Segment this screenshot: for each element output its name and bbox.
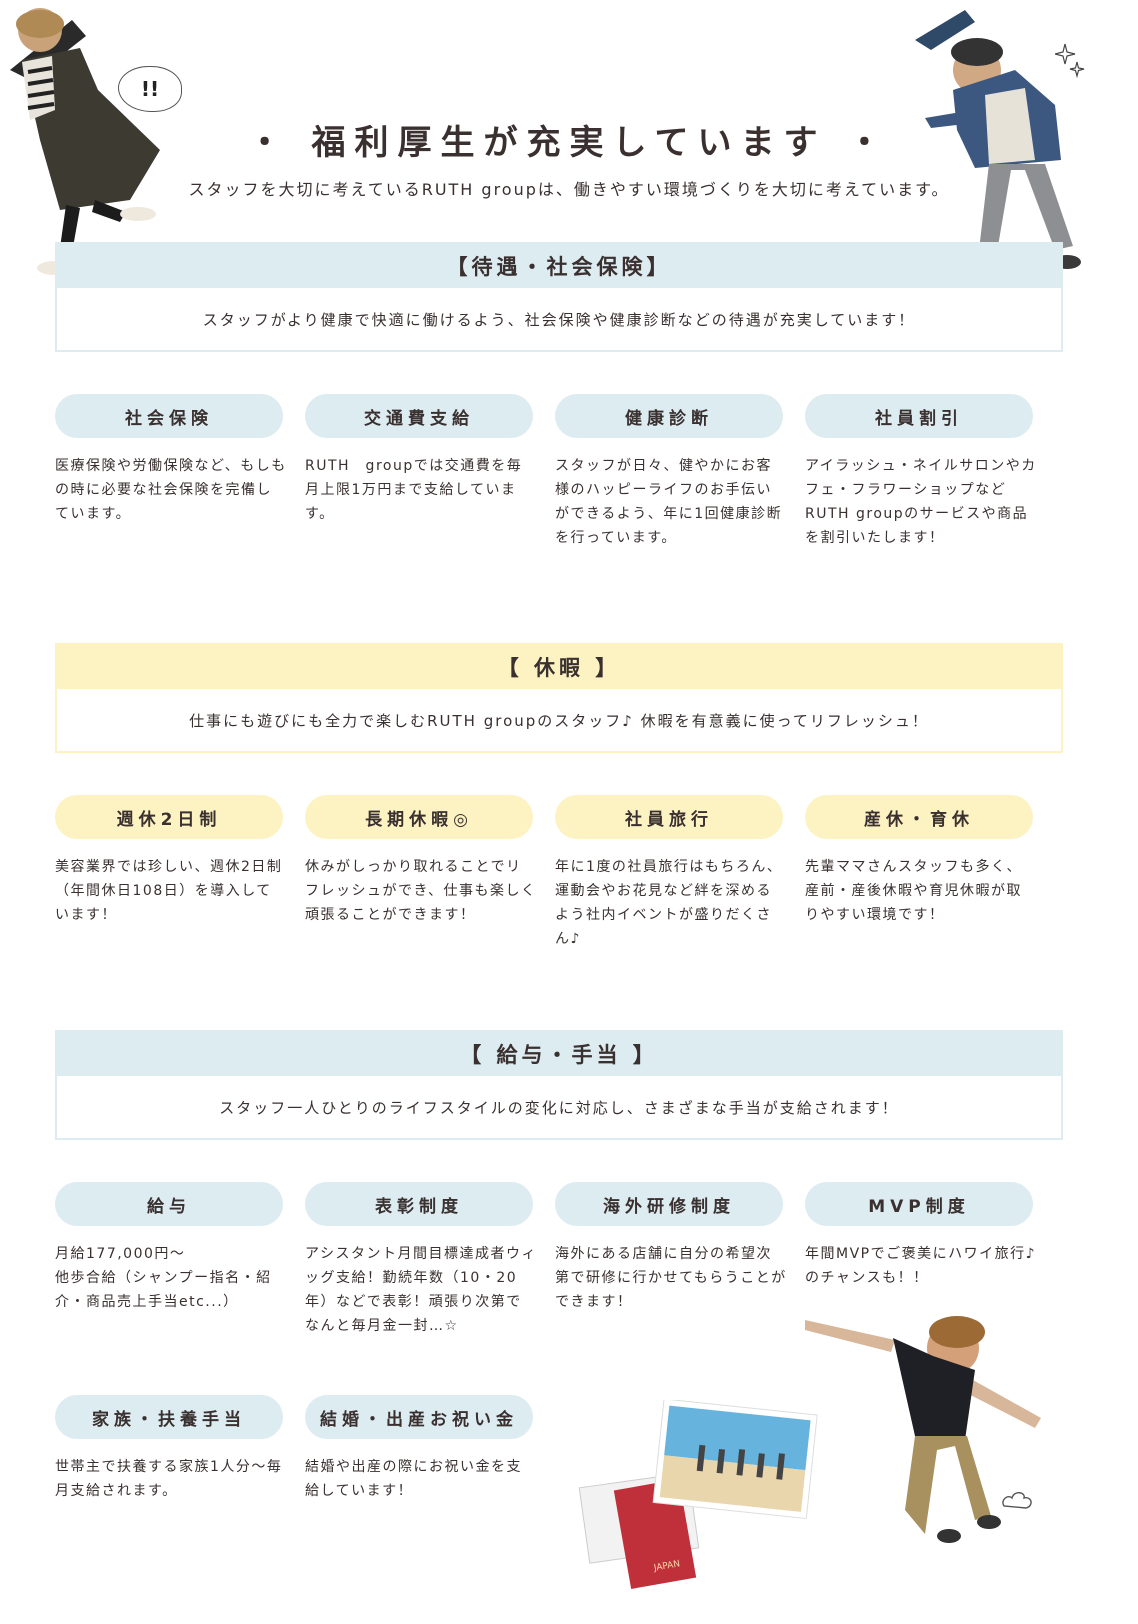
pill-overseas-training: 海外研修制度 xyxy=(555,1182,783,1226)
passport-text: JAPAN xyxy=(652,1559,681,1574)
exclamation-text: !! xyxy=(140,77,160,101)
text-family-allowance: 世帯主で扶養する家族1人分〜毎月支給されます。 xyxy=(55,1459,283,1499)
pill-celebration-money: 結婚・出産お祝い金 xyxy=(305,1395,533,1439)
pill-long-vacation: 長期休暇◎ xyxy=(305,795,533,839)
text-award-system: アシスタント月間目標達成者ウィッグ支給！勤続年数（10・20年）などで表彰！頑張… xyxy=(305,1246,537,1334)
text-mvp-system: 年間MVPでご褒美にハワイ旅行♪のチャンスも！！ xyxy=(805,1246,1037,1286)
section-holiday-title: 【 休暇 】 xyxy=(57,645,1061,689)
pill-maternity-leave: 産休・育休 xyxy=(805,795,1033,839)
section-treatment-title: 【待遇・社会保険】 xyxy=(57,244,1061,288)
page-title: ・ 福利厚生が充実しています ・ xyxy=(247,123,891,163)
cloud-scribble-icon xyxy=(1002,1492,1032,1509)
text-overseas-training: 海外にある店舗に自分の希望次第で研修に行かせてもらうことができます！ xyxy=(555,1246,787,1310)
section-salary-desc: スタッフ一人ひとりのライフスタイルの変化に対応し、さまざまな手当が支給されます！ xyxy=(57,1076,1061,1138)
text-celebration-money: 結婚や出産の際にお祝い金を支給しています！ xyxy=(305,1459,522,1499)
pill-health-check: 健康診断 xyxy=(555,394,783,438)
pill-two-days-off: 週休2日制 xyxy=(55,795,283,839)
sparkle-icon xyxy=(1055,43,1085,79)
pill-salary: 給与 xyxy=(55,1182,283,1226)
section-treatment-desc: スタッフがより健康で快適に働けるよう、社会保険や健康診断などの待遇が充実していま… xyxy=(57,288,1061,350)
page-subtitle: スタッフを大切に考えているRUTH groupは、働きやすい環境づくりを大切に考… xyxy=(188,180,950,199)
text-health-check: スタッフが日々、健やかにお客様のハッピーライフのお手伝いができるよう、年に1回健… xyxy=(555,458,783,546)
text-company-trip: 年に1度の社員旅行はもちろん、運動会やお花見など絆を深めるよう社内イベントが盛り… xyxy=(555,859,783,947)
pill-transport: 交通費支給 xyxy=(305,394,533,438)
text-two-days-off: 美容業界では珍しい、週休2日制（年間休日108日）を導入しています！ xyxy=(55,859,283,923)
section-salary-title: 【 給与・手当 】 xyxy=(57,1032,1061,1076)
pill-award-system: 表彰制度 xyxy=(305,1182,533,1226)
text-long-vacation: 休みがしっかり取れることでリフレッシュができ、仕事も楽しく頑張ることができます！ xyxy=(305,859,537,923)
section-holiday: 【 休暇 】 仕事にも遊びにも全力で楽しむRUTH groupのスタッフ♪ 休暇… xyxy=(55,643,1063,753)
text-salary: 月給177,000円〜 他歩合給（シャンプー指名・紹介・商品売上手当etc...… xyxy=(55,1246,272,1310)
section-treatment: 【待遇・社会保険】 スタッフがより健康で快適に働けるよう、社会保険や健康診断など… xyxy=(55,242,1063,352)
pill-family-allowance: 家族・扶養手当 xyxy=(55,1395,283,1439)
exclamation-bubble-icon: !! xyxy=(118,66,182,112)
text-social-insurance: 医療保険や労働保険など、もしもの時に必要な社会保険を完備しています。 xyxy=(55,458,287,522)
section-salary: 【 給与・手当 】 スタッフ一人ひとりのライフスタイルの変化に対応し、さまざまな… xyxy=(55,1030,1063,1140)
woman-figure-illustration xyxy=(10,8,160,275)
pill-mvp-system: MVP制度 xyxy=(805,1182,1033,1226)
passport-photo-illustration: JAPAN xyxy=(578,1400,818,1589)
pill-employee-discount: 社員割引 xyxy=(805,394,1033,438)
pill-social-insurance: 社会保険 xyxy=(55,394,283,438)
text-maternity-leave: 先輩ママさんスタッフも多く、産前・産後休暇や育児休暇が取りやすい環境です！ xyxy=(805,859,1022,923)
text-employee-discount: アイラッシュ・ネイルサロンやカフェ・フラワーショップなどRUTH groupのサ… xyxy=(805,458,1037,546)
pill-company-trip: 社員旅行 xyxy=(555,795,783,839)
text-transport: RUTH groupでは交通費を毎月上限1万円まで支給しています。 xyxy=(305,458,523,522)
jumping-man-illustration xyxy=(805,1316,1041,1543)
section-holiday-desc: 仕事にも遊びにも全力で楽しむRUTH groupのスタッフ♪ 休暇を有意義に使っ… xyxy=(57,689,1061,751)
